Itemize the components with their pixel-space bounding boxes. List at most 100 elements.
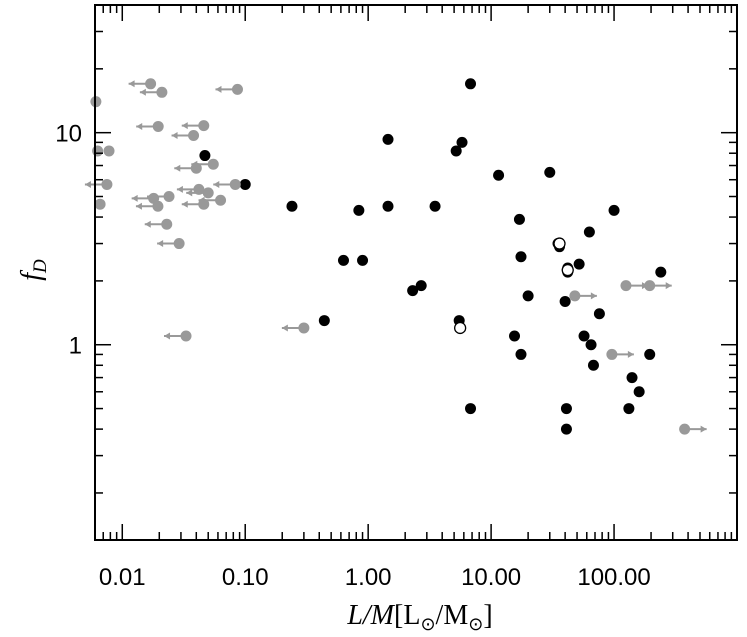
limit-point — [215, 194, 227, 206]
limit-arrowhead — [164, 332, 171, 340]
limit-point — [145, 78, 157, 90]
limit-point — [190, 162, 202, 174]
detection-point — [415, 280, 427, 292]
limit-point — [101, 178, 113, 190]
limit-point — [152, 120, 164, 132]
detection-point — [578, 330, 590, 342]
limit-point — [94, 198, 106, 210]
limit-point — [620, 280, 632, 292]
detection-point — [583, 226, 595, 238]
limit-arrowhead — [84, 180, 91, 188]
detection-point — [429, 200, 441, 212]
detection-point — [337, 254, 349, 266]
limit-arrowhead — [186, 189, 193, 197]
detection-point — [593, 308, 605, 320]
detection-point — [382, 133, 394, 145]
limit-arrowhead — [181, 200, 188, 208]
limit-point — [606, 348, 618, 360]
limit-arrowhead — [665, 282, 672, 290]
limit-point — [679, 423, 691, 435]
limit-point — [231, 83, 243, 95]
limit-arrowhead — [135, 202, 142, 210]
detection-point — [573, 258, 585, 270]
limit-arrowhead — [136, 122, 143, 130]
limit-point — [152, 200, 164, 212]
limit-point — [193, 183, 205, 195]
limit-arrowhead — [139, 88, 146, 96]
limit-arrowhead — [171, 131, 178, 139]
detection-point — [199, 150, 211, 162]
detection-point — [655, 266, 667, 278]
open-data-point — [553, 237, 566, 250]
detection-point — [493, 169, 505, 181]
detection-point — [353, 204, 365, 216]
data-marks — [84, 78, 707, 435]
detection-point — [515, 348, 527, 360]
y-tick-label: 1 — [69, 333, 82, 360]
detection-point — [239, 178, 251, 190]
detection-point — [382, 200, 394, 212]
limit-point — [298, 322, 310, 334]
open-data-point — [561, 263, 574, 277]
limit-arrowhead — [213, 180, 220, 188]
limit-arrowhead — [176, 185, 183, 193]
plot-frame — [94, 4, 738, 541]
detection-point — [515, 251, 527, 263]
limit-point — [156, 86, 168, 98]
y-axis-label: fD — [16, 259, 51, 281]
x-tick-label: 0.01 — [99, 564, 146, 591]
limit-point — [198, 120, 210, 132]
x-tick-label: 1.00 — [345, 564, 392, 591]
detection-point — [465, 403, 477, 415]
limit-point — [92, 145, 104, 157]
limit-arrowhead — [700, 425, 707, 433]
limit-arrowhead — [131, 194, 138, 202]
detection-point — [450, 145, 462, 157]
limit-point — [569, 290, 581, 302]
detection-point — [587, 359, 599, 371]
axis-ticks: 0.01 0.10 1.00 10.00 100.00 1 10 — [55, 4, 738, 591]
limit-point — [161, 218, 173, 230]
detection-point — [559, 295, 571, 307]
detection-point — [633, 386, 645, 398]
detection-point — [456, 136, 468, 148]
x-tick-label: 0.10 — [222, 564, 269, 591]
limit-point — [202, 187, 214, 199]
detection-point — [357, 254, 369, 266]
limit-arrowhead — [590, 292, 597, 300]
limit-arrowhead — [627, 350, 634, 358]
limit-point — [229, 178, 241, 190]
limit-arrowhead — [181, 122, 188, 130]
limit-arrowhead — [157, 240, 164, 248]
detection-point — [513, 213, 525, 225]
open-data-point — [454, 321, 467, 335]
detection-point — [626, 372, 638, 384]
limit-point — [163, 191, 175, 203]
detection-point — [286, 200, 298, 212]
limit-point — [173, 238, 185, 250]
detection-point — [623, 403, 635, 415]
limit-arrowhead — [215, 85, 222, 93]
detection-point — [608, 204, 620, 216]
limit-arrowhead — [174, 164, 181, 172]
x-tick-label: 100.00 — [577, 564, 650, 591]
limit-point — [207, 158, 219, 170]
detection-point — [560, 423, 572, 435]
limit-arrowhead — [144, 220, 151, 228]
limit-point — [198, 198, 210, 210]
detection-point — [644, 348, 656, 360]
limit-point — [188, 129, 200, 141]
limit-arrowhead — [128, 80, 135, 88]
detection-point — [522, 290, 534, 302]
detection-point — [544, 166, 556, 178]
limit-point — [103, 145, 115, 157]
detection-point — [560, 403, 572, 415]
y-tick-label: 10 — [55, 121, 82, 148]
detection-point — [407, 285, 419, 297]
x-tick-label: 10.00 — [461, 564, 521, 591]
limit-point — [644, 280, 656, 292]
x-axis-label: L/M[L⊙/M⊙] — [346, 600, 492, 634]
limit-arrowhead — [281, 324, 288, 332]
detection-point — [465, 78, 477, 90]
